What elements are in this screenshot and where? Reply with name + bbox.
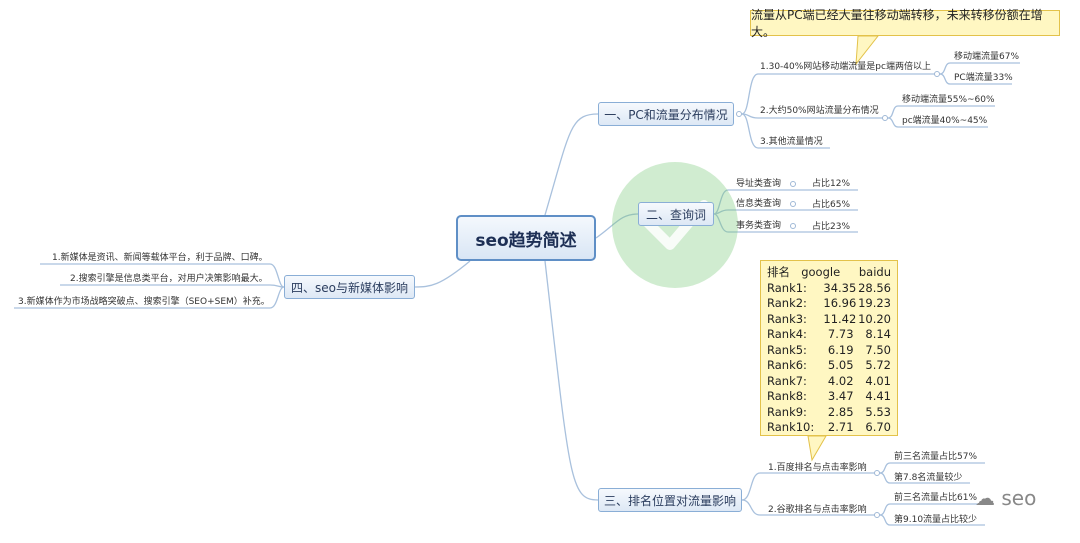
leaf-b1-1-2[interactable]: PC端流量33% — [954, 73, 1013, 83]
item-b3-2[interactable]: 2.谷歌排名与点击率影响 — [768, 505, 867, 515]
central-topic[interactable]: seo趋势简述 — [456, 215, 596, 261]
leaf-b3-2-2[interactable]: 第9.10流量占比较少 — [894, 515, 978, 525]
collapse-toggle-icon[interactable] — [790, 201, 796, 207]
baidu-value: 10.20 — [858, 311, 891, 326]
table-row: Rank7: 4.02 4.01 — [767, 374, 891, 390]
item-b4-1[interactable]: 1.新媒体是资讯、新闻等载体平台，利于品牌、口碑。 — [52, 253, 268, 263]
branch-query-words[interactable]: 二、查询词 — [638, 202, 714, 226]
link-central-b3 — [544, 260, 599, 501]
baidu-value: 4.41 — [865, 389, 891, 403]
google-value: 5.05 — [827, 358, 854, 372]
google-value: 2.71 — [827, 420, 854, 434]
branch-seo-new-media[interactable]: 四、seo与新媒体影响 — [284, 275, 415, 299]
collapse-toggle-icon[interactable] — [790, 223, 796, 229]
baidu-value: 28.56 — [858, 280, 891, 295]
table-row: Rank8: 3.47 4.41 — [767, 389, 891, 405]
leaf-b1-2-2[interactable]: pc端流量40%~45% — [902, 116, 988, 126]
baidu-value: 4.01 — [865, 373, 891, 388]
leaf-b3-2-1[interactable]: 前三名流量占比61% — [894, 493, 978, 503]
google-value: 2.85 — [827, 404, 854, 419]
branch-ranking-traffic[interactable]: 三、排名位置对流量影响 — [598, 488, 742, 512]
baidu-value: 7.50 — [865, 342, 891, 357]
link-central-b2 — [595, 213, 639, 239]
collapse-toggle-icon[interactable] — [874, 470, 880, 476]
collapse-toggle-icon[interactable] — [882, 115, 888, 121]
table-row: Rank4: 7.73 8.14 — [767, 327, 891, 343]
table-row: Rank6: 5.05 5.72 — [767, 358, 891, 374]
table-row: Rank10: 2.71 6.70 — [767, 420, 891, 436]
item-b3-1[interactable]: 1.百度排名与点击率影响 — [768, 463, 867, 473]
item-b4-2[interactable]: 2.搜索引擎是信息类平台，对用户决策影响最大。 — [70, 274, 268, 284]
leaf-b2-3[interactable]: 占比23% — [812, 222, 851, 232]
collapse-toggle-icon[interactable] — [790, 181, 796, 187]
rank-label: Rank7: — [767, 373, 807, 388]
rank-label: Rank5: — [767, 342, 807, 357]
item-b2-2[interactable]: 信息类查询 — [736, 199, 782, 209]
rank-label: Rank10: — [767, 420, 815, 434]
link-central-b1 — [544, 113, 599, 216]
leaf-b2-1[interactable]: 占比12% — [812, 179, 851, 189]
table-row: Rank5: 6.19 7.50 — [767, 343, 891, 359]
item-b2-1[interactable]: 导址类查询 — [736, 179, 782, 189]
item-b1-2[interactable]: 2.大约50%网站流量分布情况 — [760, 106, 879, 116]
baidu-value: 5.53 — [865, 404, 891, 419]
baidu-value: 8.14 — [865, 327, 891, 341]
baidu-value: 5.72 — [865, 358, 891, 372]
google-value: 3.47 — [827, 389, 854, 403]
table-header: 排名 google baidu — [767, 265, 891, 279]
item-b1-3[interactable]: 3.其他流量情况 — [760, 137, 823, 147]
callout-note: 流量从PC端已经大量往移动端转移，未来转移份额在增大。 — [750, 8, 1060, 39]
collapse-toggle-icon[interactable] — [934, 71, 940, 77]
item-b1-1[interactable]: 1.30-40%网站移动端流量是pc端两倍以上 — [760, 62, 931, 72]
rank-label: Rank9: — [767, 404, 807, 419]
google-value: 4.02 — [827, 373, 854, 388]
rank-label: Rank3: — [767, 311, 807, 326]
wechat-icon: ☁ — [975, 486, 995, 510]
google-value: 11.42 — [823, 311, 857, 326]
link-central-b4 — [414, 260, 471, 288]
google-value: 7.73 — [827, 327, 854, 341]
item-b2-3[interactable]: 事务类查询 — [736, 221, 782, 231]
google-value: 16.96 — [823, 296, 857, 310]
table-row: Rank9: 2.85 5.53 — [767, 405, 891, 421]
rank-label: Rank4: — [767, 327, 807, 341]
leaf-b1-1-1[interactable]: 移动端流量67% — [954, 52, 1020, 62]
rank-label: Rank8: — [767, 389, 807, 403]
leaf-b3-1-2[interactable]: 第7.8名流量较少 — [894, 473, 963, 483]
item-b4-3[interactable]: 3.新媒体作为市场战略突破点、搜索引擎（SEO+SEM）补充。 — [18, 297, 270, 307]
collapse-toggle-icon[interactable] — [736, 111, 742, 117]
collapse-toggle-icon[interactable] — [874, 512, 880, 518]
baidu-value: 19.23 — [858, 296, 891, 310]
watermark-logo: ☁ seo — [975, 486, 1037, 510]
rank-label: Rank6: — [767, 358, 807, 372]
rank-label: Rank1: — [767, 280, 807, 295]
baidu-value: 6.70 — [865, 420, 891, 434]
branch-pc-traffic[interactable]: 一、PC和流量分布情况 — [598, 102, 734, 126]
rank-label: Rank2: — [767, 296, 807, 310]
leaf-b2-2[interactable]: 占比65% — [812, 200, 851, 210]
leaf-b3-1-1[interactable]: 前三名流量占比57% — [894, 452, 978, 462]
google-value: 6.19 — [827, 342, 854, 357]
google-value: 34.35 — [823, 280, 857, 295]
leaf-b1-2-1[interactable]: 移动端流量55%~60% — [902, 95, 995, 105]
